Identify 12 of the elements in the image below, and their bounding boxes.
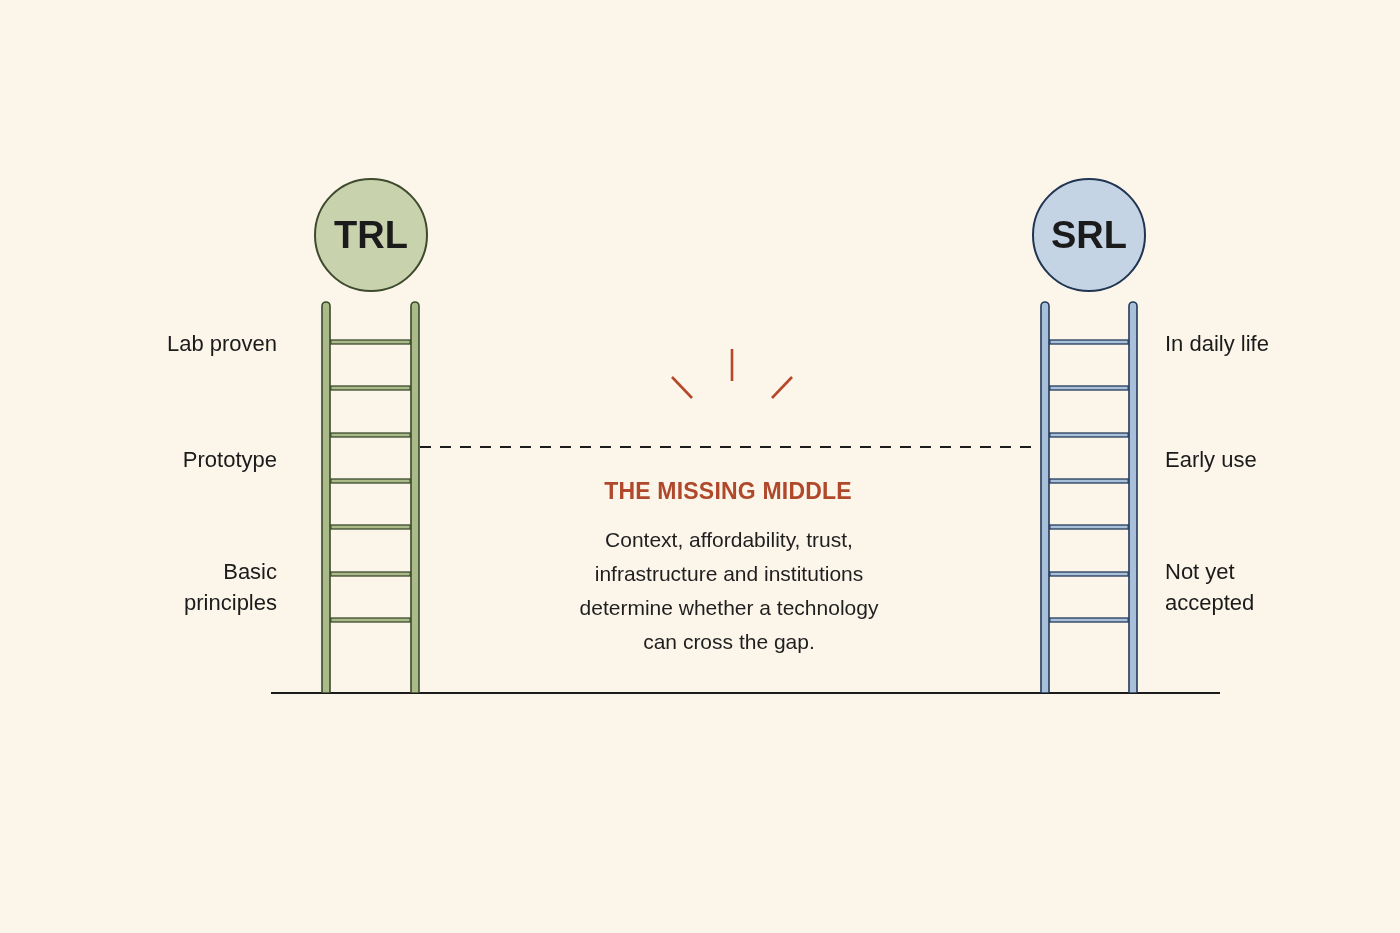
- level-label: Early use: [1165, 445, 1257, 474]
- readiness-circle: SRL: [1032, 178, 1146, 292]
- ladder-drawing: [1040, 300, 1138, 693]
- level-label: Prototype: [182, 445, 277, 474]
- level-label: In daily life: [1165, 329, 1269, 358]
- level-label: Lab proven: [166, 329, 277, 358]
- readiness-circle: TRL: [314, 178, 428, 292]
- level-label: Not yet accepted: [1165, 558, 1256, 617]
- description-text: Context, affordability, trust, infrastructure and institutions determine whether a technology can cross the gap.: [578, 527, 880, 655]
- ladder-drawing: [321, 300, 420, 693]
- section-heading: THE MISSING MIDDLE: [604, 477, 852, 505]
- level-label: Basic principles: [183, 558, 277, 617]
